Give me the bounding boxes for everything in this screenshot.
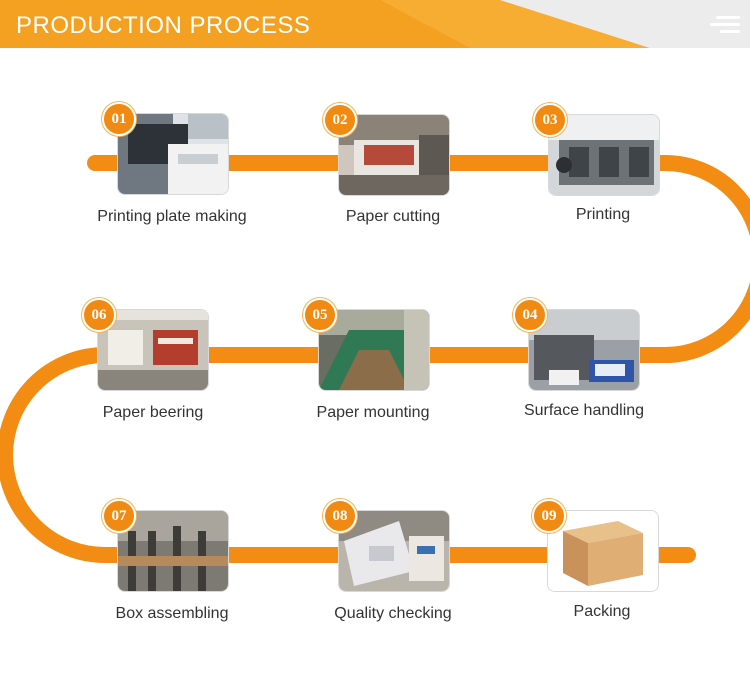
step-number-badge: 04 bbox=[513, 298, 547, 332]
step-label: Printing plate making bbox=[97, 208, 247, 225]
banner-wedge bbox=[0, 0, 750, 48]
page-title: PRODUCTION PROCESS bbox=[16, 12, 311, 39]
surface-handling-photo bbox=[528, 309, 640, 391]
printing-plate-photo bbox=[117, 113, 229, 195]
step-label: Surface handling bbox=[523, 402, 645, 419]
step-number-badge: 06 bbox=[82, 298, 116, 332]
packing-photo bbox=[547, 510, 659, 592]
step-9: 09 bbox=[532, 499, 659, 592]
paper-cutting-photo bbox=[338, 114, 450, 196]
paper-beering-photo bbox=[97, 309, 209, 391]
step-number-badge: 07 bbox=[102, 499, 136, 533]
step-5: 05 bbox=[303, 298, 430, 391]
step-label: Printing bbox=[575, 206, 631, 223]
step-label: Quality checking bbox=[334, 605, 452, 622]
printing-photo bbox=[548, 114, 660, 196]
paper-mounting-photo bbox=[318, 309, 430, 391]
step-label: Box assembling bbox=[115, 605, 229, 622]
step-label: Paper mounting bbox=[316, 404, 430, 421]
step-7: 07 bbox=[102, 499, 229, 592]
step-number-badge: 09 bbox=[532, 499, 566, 533]
hamburger-menu-icon[interactable] bbox=[710, 16, 740, 34]
step-2: 02 bbox=[323, 103, 450, 196]
step-3: 03 bbox=[533, 103, 660, 196]
box-assembling-photo bbox=[117, 510, 229, 592]
step-number-badge: 02 bbox=[323, 103, 357, 137]
step-8: 08 bbox=[323, 499, 450, 592]
step-label: Packing bbox=[573, 603, 631, 620]
step-number-badge: 05 bbox=[303, 298, 337, 332]
step-number-badge: 01 bbox=[102, 102, 136, 136]
quality-checking-photo bbox=[338, 510, 450, 592]
step-number-badge: 03 bbox=[533, 103, 567, 137]
step-number-badge: 08 bbox=[323, 499, 357, 533]
step-label: Paper cutting bbox=[345, 208, 441, 225]
step-1: 01 bbox=[102, 102, 229, 195]
header-banner: PRODUCTION PROCESS bbox=[0, 0, 750, 48]
step-6: 06 bbox=[82, 298, 209, 391]
step-label: Paper beering bbox=[102, 404, 204, 421]
step-4: 04 bbox=[513, 298, 640, 391]
